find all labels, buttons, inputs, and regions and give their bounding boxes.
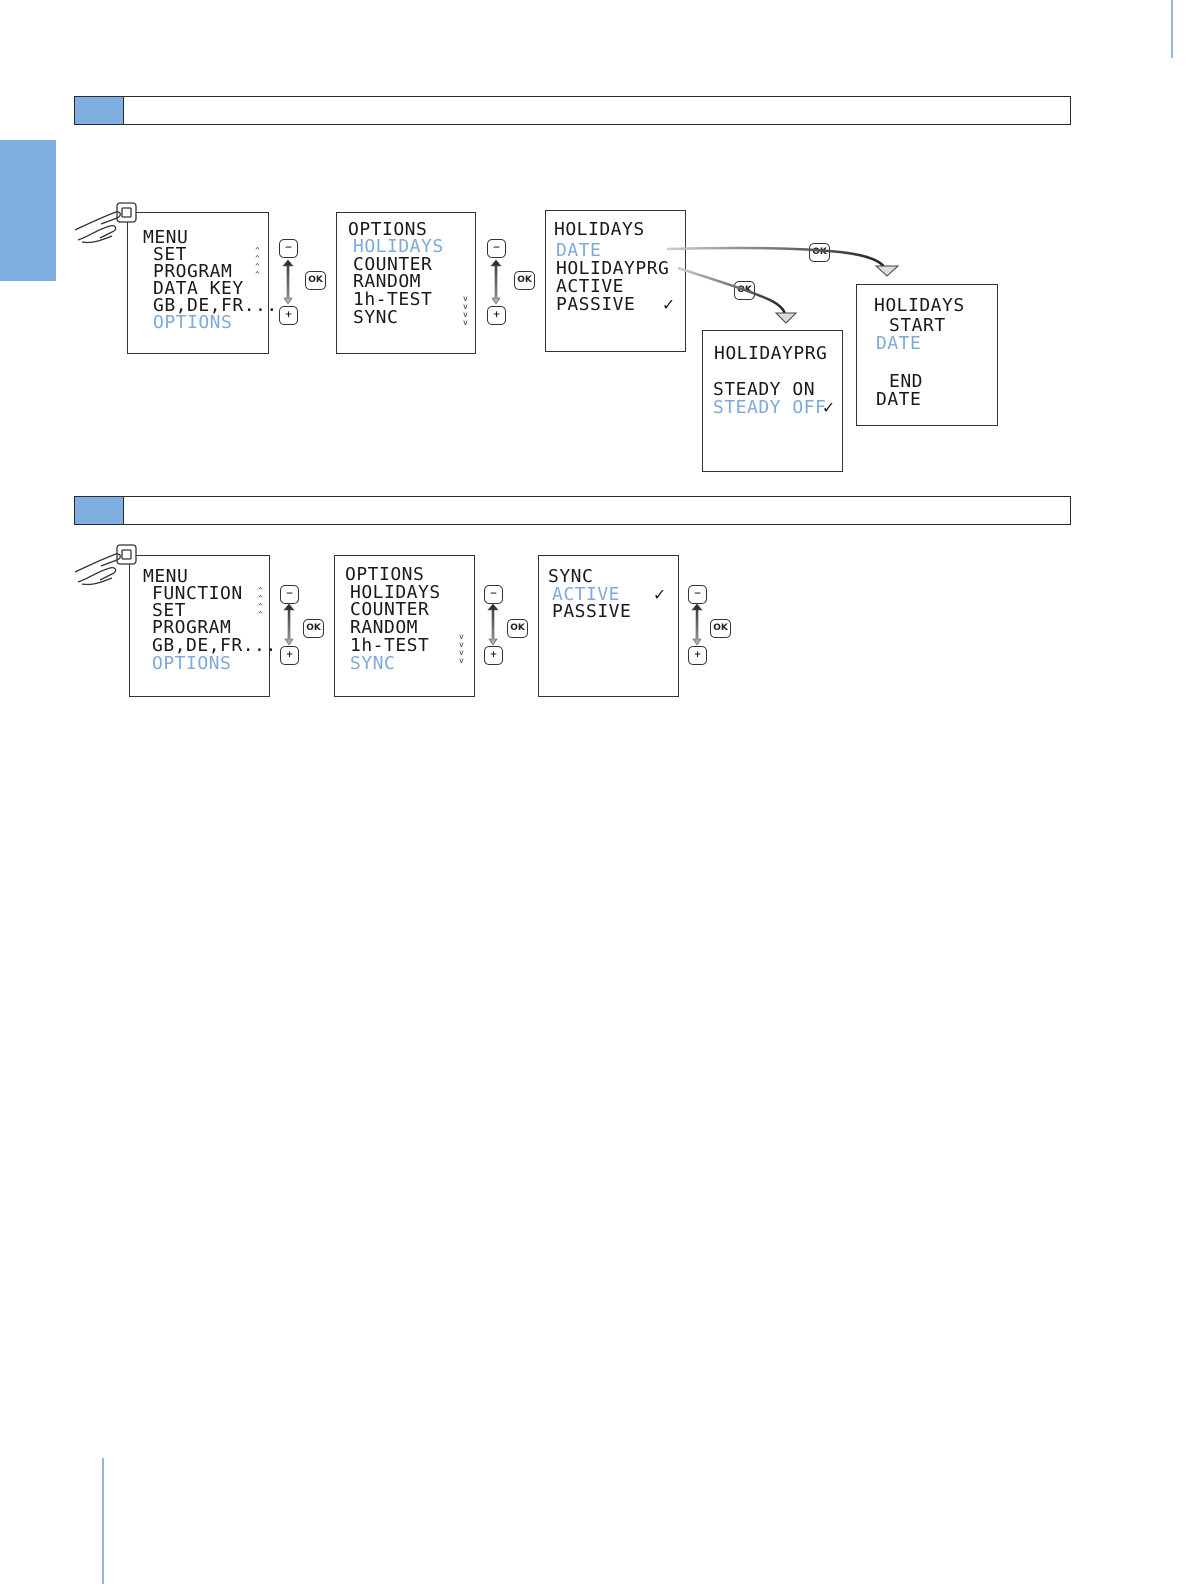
ok-button-icon[interactable]: OK xyxy=(809,243,830,262)
menu-item: GB,DE,FR.... xyxy=(153,295,290,316)
screen-title: HOLIDAYS xyxy=(554,219,645,240)
section-header-marker xyxy=(75,97,124,124)
connector-arrow-date xyxy=(666,246,900,277)
start-label: START xyxy=(889,315,946,336)
menu-item: DATA KEY xyxy=(153,278,244,299)
menu-item: GB,DE,FR.... xyxy=(152,635,289,656)
options-item: 1h-TEST xyxy=(350,635,430,656)
page-edge-line xyxy=(1171,0,1173,58)
sync-item: PASSIVE xyxy=(552,601,632,622)
scroll-up-arrows-icon: ^ ^ ^ ^ xyxy=(258,586,263,619)
holidays-item: PASSIVE xyxy=(556,294,636,315)
menu-item-selected: OPTIONS xyxy=(153,312,233,333)
menu-item: PROGRAM xyxy=(153,261,233,282)
plus-button-icon[interactable]: + xyxy=(487,306,506,325)
options-item: COUNTER xyxy=(350,599,430,620)
end-label: END xyxy=(889,371,924,392)
end-date-field: DATE xyxy=(876,389,922,410)
minus-button-icon[interactable]: − xyxy=(279,239,298,258)
sync-screen: SYNC ACTIVE PASSIVE ✓ xyxy=(538,555,679,697)
check-icon: ✓ xyxy=(823,397,835,418)
up-down-arrow-icon xyxy=(490,259,502,305)
holidays-item: HOLIDAYPRG xyxy=(556,258,670,279)
menu-item: PROGRAM xyxy=(152,617,232,638)
minus-button-icon[interactable]: − xyxy=(688,585,707,604)
screen-title: MENU xyxy=(143,566,189,587)
ok-button-icon[interactable]: OK xyxy=(734,281,755,300)
options-item: HOLIDAYS xyxy=(350,582,441,603)
up-down-arrow-icon xyxy=(691,603,703,646)
plus-button-icon[interactable]: + xyxy=(279,306,298,325)
plus-button-icon[interactable]: + xyxy=(484,646,503,665)
ok-button-icon[interactable]: OK xyxy=(305,271,326,290)
menu-item: SET xyxy=(152,600,187,621)
side-tab xyxy=(0,140,56,281)
holidayprg-item-selected: STEADY OFF xyxy=(713,397,827,418)
check-icon: ✓ xyxy=(663,294,675,315)
section-header-bar-2 xyxy=(74,496,1071,525)
options-screen: OPTIONS HOLIDAYS COUNTER RANDOM 1h-TEST … xyxy=(336,212,476,354)
plus-button-icon[interactable]: + xyxy=(688,646,707,665)
screen-title: HOLIDAYPRG xyxy=(714,343,828,364)
menu-screen: MENU SET PROGRAM DATA KEY GB,DE,FR.... O… xyxy=(127,212,289,354)
screen-title: OPTIONS xyxy=(345,564,425,585)
options-item-selected: HOLIDAYS xyxy=(353,236,444,257)
check-icon: ✓ xyxy=(654,584,666,605)
options-item: SYNC xyxy=(353,307,399,328)
holidayprg-screen: HOLIDAYPRG STEADY ON STEADY OFF ✓ xyxy=(702,330,843,472)
ok-button-icon[interactable]: OK xyxy=(514,271,535,290)
screen-title: OPTIONS xyxy=(348,219,428,240)
options-item-selected: SYNC xyxy=(350,653,396,674)
ok-button-icon[interactable]: OK xyxy=(303,619,324,638)
page-margin-line xyxy=(102,1458,104,1584)
options-item: RANDOM xyxy=(353,271,422,292)
hand-press-icon xyxy=(74,544,137,586)
section-header-marker xyxy=(75,497,124,524)
up-down-arrow-icon xyxy=(487,603,499,646)
ok-button-icon[interactable]: OK xyxy=(710,619,731,638)
screen-title: HOLIDAYS xyxy=(874,295,965,316)
sync-item-selected: ACTIVE xyxy=(552,584,621,605)
options-screen-2: OPTIONS HOLIDAYS COUNTER RANDOM 1h-TEST … xyxy=(334,555,475,697)
section-header-bar-1 xyxy=(74,96,1071,125)
menu-screen-2: MENU FUNCTION SET PROGRAM GB,DE,FR.... O… xyxy=(129,555,288,697)
screen-title: MENU xyxy=(143,227,189,248)
options-item: COUNTER xyxy=(353,254,433,275)
start-date-field: DATE xyxy=(876,333,922,354)
holidays-date-screen: HOLIDAYS START DATE END DATE xyxy=(856,284,998,426)
scroll-up-arrows-icon: ^ ^ ^ ^ xyxy=(255,246,260,279)
holidayprg-item: STEADY ON xyxy=(713,379,816,400)
holidays-screen: HOLIDAYS DATE HOLIDAYPRG ACTIVE PASSIVE … xyxy=(545,210,686,352)
options-item: 1h-TEST xyxy=(353,289,433,310)
minus-button-icon[interactable]: − xyxy=(280,585,299,604)
scroll-down-arrows-icon: v v v v xyxy=(463,294,468,327)
holidays-item-selected: DATE xyxy=(556,240,602,261)
screen-title: SYNC xyxy=(548,566,594,587)
minus-button-icon[interactable]: − xyxy=(484,585,503,604)
ok-button-icon[interactable]: OK xyxy=(507,619,528,638)
options-item: RANDOM xyxy=(350,617,419,638)
holidays-item: ACTIVE xyxy=(556,276,625,297)
minus-button-icon[interactable]: − xyxy=(487,239,506,258)
menu-item: FUNCTION xyxy=(152,583,243,604)
menu-item: SET xyxy=(153,244,188,265)
plus-button-icon[interactable]: + xyxy=(280,646,299,665)
menu-item-selected: OPTIONS xyxy=(152,653,232,674)
scroll-down-arrows-icon: v v v v xyxy=(459,632,464,665)
